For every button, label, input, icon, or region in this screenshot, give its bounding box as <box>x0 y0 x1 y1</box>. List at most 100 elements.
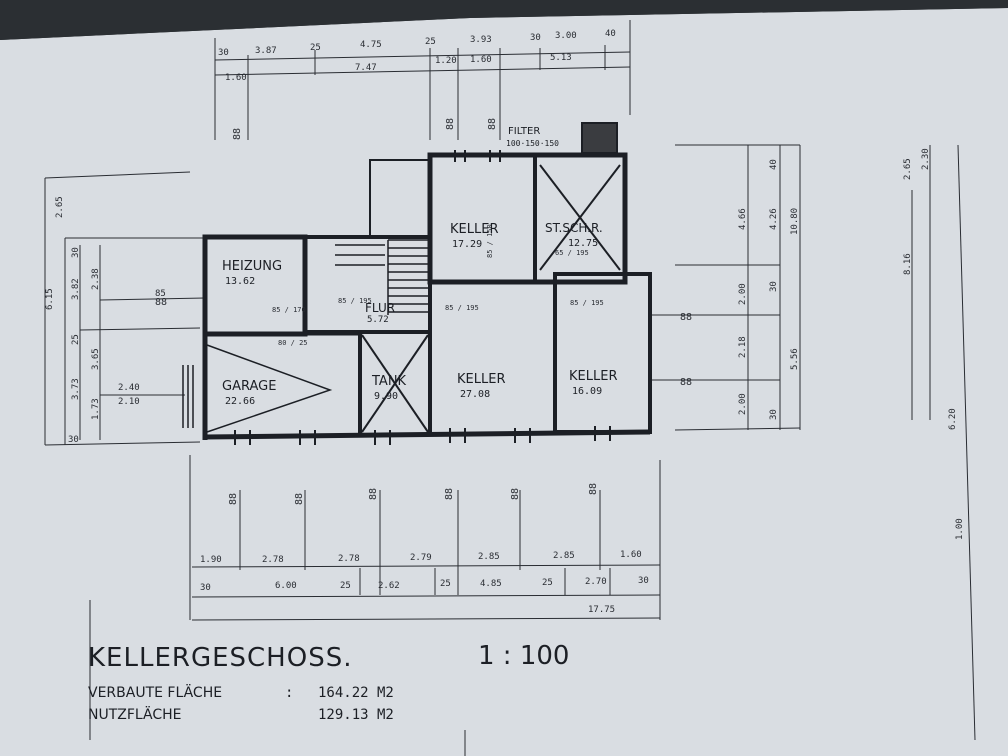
dim-label: 2.85 <box>478 552 500 562</box>
dim-label: 2.38 <box>91 268 101 290</box>
window-label: 88 <box>155 297 167 308</box>
dim-label: 40 <box>605 29 616 39</box>
dim-label: 4.66 <box>738 208 748 230</box>
stairs <box>335 239 428 315</box>
area-built-value: 164.22 M2 <box>318 685 394 701</box>
dim-label: 1.20 <box>435 56 457 66</box>
window-label: 88 <box>487 118 498 130</box>
dim-label: 3.87 <box>255 46 277 56</box>
dim-total: 17.75 <box>588 605 615 615</box>
paper-shadow <box>0 0 1008 40</box>
dim-label: 2.62 <box>378 581 400 591</box>
room-keller-mid-area: 27.08 <box>460 389 490 400</box>
dim-label: 30 <box>68 435 79 445</box>
window-label: 88 <box>680 312 692 323</box>
filter-name: FILTER <box>508 126 540 137</box>
window-label: 88 <box>680 377 692 388</box>
dim-label: 2.78 <box>338 554 360 564</box>
dim-label: 2.70 <box>585 577 607 587</box>
dim-label: 25 <box>440 579 451 589</box>
area-built-label: VERBAUTE FLÄCHE <box>88 683 222 701</box>
window-label: 88 <box>294 493 305 505</box>
garage-arrow <box>206 344 333 433</box>
plan-scale: 1 : 100 <box>478 641 569 671</box>
filter-chimney <box>581 122 618 154</box>
dim-label: 2.79 <box>410 553 432 563</box>
dim-label: 1.73 <box>91 398 101 420</box>
dim-label: 1.90 <box>200 555 222 565</box>
dim-label: 2.10 <box>118 397 140 407</box>
dim-label: 40 <box>769 159 779 170</box>
dim-label: 25 <box>340 581 351 591</box>
dim-label: 6.20 <box>948 408 958 430</box>
room-heizung-area: 13.62 <box>225 276 255 287</box>
dim-label: 30 <box>638 576 649 586</box>
window-labels: 88 88 88 88 88 88 88 88 88 88 88 88 <box>155 118 692 505</box>
area-usable-label: NUTZFLÄCHE <box>88 705 182 723</box>
room-garage-area: 22.66 <box>225 396 255 407</box>
room-flur-name: FLUR <box>365 301 395 315</box>
dims-right: 4.66 4.26 10.80 40 2.00 30 2.18 5.56 2.0… <box>738 159 800 420</box>
dim-label: 2.65 <box>55 196 65 218</box>
room-heizung-name: HEIZUNG <box>222 259 282 274</box>
dims-left: 2.65 6.15 30 3.82 2.38 25 3.65 3.73 1.73… <box>45 196 166 445</box>
dims-top: 30 3.87 25 4.75 25 3.93 30 3.00 40 1.60 … <box>218 29 616 83</box>
dim-label: 25 <box>71 334 81 345</box>
room-keller-right-name: KELLER <box>569 369 617 384</box>
room-keller-top-name: KELLER <box>450 222 498 237</box>
dim-label: 25 <box>542 578 553 588</box>
dims-bottom: 1.90 2.78 2.78 2.79 2.85 2.85 1.60 30 6.… <box>200 550 649 615</box>
dims-far-right: 2.65 2.30 8.16 6.20 1.00 <box>903 148 965 540</box>
plan-title: KELLERGESCHOSS. <box>88 643 352 673</box>
dim-label: 3.82 <box>71 278 81 300</box>
dim-label: 1.00 <box>955 518 965 540</box>
room-flur-area: 5.72 <box>367 315 389 325</box>
dim-label: 85 <box>155 289 166 299</box>
filter-size: 100·150·150 <box>506 139 559 148</box>
dim-label: 30 <box>530 33 541 43</box>
dim-label: 1.60 <box>225 73 247 83</box>
dim-label: 2.18 <box>738 336 748 358</box>
window-label: 88 <box>228 493 239 505</box>
dim-label: 4.75 <box>360 40 382 50</box>
walls <box>202 152 652 440</box>
dim-label: 30 <box>200 583 211 593</box>
dim-label: 2.00 <box>738 393 748 415</box>
door-label: 85 / 195 <box>338 297 372 305</box>
area-usable-value: 129.13 M2 <box>318 707 394 723</box>
dim-label: 30 <box>769 281 779 292</box>
dim-label: 4.85 <box>480 579 502 589</box>
dim-label: 25 <box>425 37 436 47</box>
room-stschr-area: 12.75 <box>568 238 598 249</box>
window-label: 88 <box>588 483 599 495</box>
paper <box>0 8 1008 756</box>
dim-label: 3.93 <box>470 35 492 45</box>
dim-label: 6.15 <box>45 288 55 310</box>
dim-label: 3.73 <box>71 378 81 400</box>
room-tank-name: TANK <box>371 374 407 389</box>
dim-label: 25 <box>310 43 321 53</box>
dim-label: 30 <box>71 247 81 258</box>
dim-label: 2.78 <box>262 555 284 565</box>
dim-label: 5.13 <box>550 53 572 63</box>
dim-label: 3.00 <box>555 31 577 41</box>
dim-label: 2.65 <box>903 158 913 180</box>
door-labels: 85 / 170 85 / 195 85 / 195 85 / 195 65 /… <box>272 224 604 347</box>
dim-label: 5.56 <box>790 348 800 370</box>
window-marks <box>234 150 611 445</box>
window-label: 88 <box>444 488 455 500</box>
door-label: 80 / 25 <box>278 339 308 347</box>
dim-label: 2.00 <box>738 283 748 305</box>
room-keller-mid-name: KELLER <box>457 372 505 387</box>
window-label: 88 <box>510 488 521 500</box>
window-label: 88 <box>232 128 243 140</box>
window-label: 88 <box>445 118 456 130</box>
door-label: 85 / 150 <box>486 224 494 258</box>
dim-label: 10.80 <box>790 208 800 235</box>
room-keller-right-area: 16.09 <box>572 386 602 397</box>
dim-label: 2.40 <box>118 383 140 393</box>
door-label: 85 / 195 <box>445 304 479 312</box>
colon: : <box>285 685 293 701</box>
dim-label: 2.30 <box>921 148 931 170</box>
